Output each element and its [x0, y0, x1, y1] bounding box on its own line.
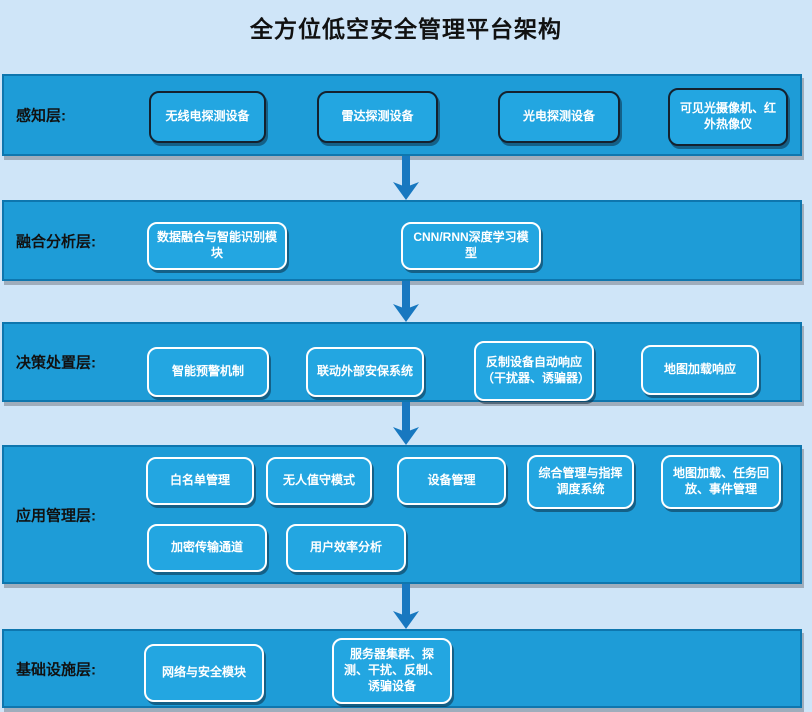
node-user-efficiency: 用户效率分析	[286, 524, 406, 572]
node-countermeasure-response: 反制设备自动响应（干扰器、诱骗器）	[474, 341, 594, 401]
band-perception-label: 感知层:	[16, 107, 66, 125]
node-external-security: 联动外部安保系统	[306, 347, 424, 397]
node-radar-detection: 雷达探测设备	[317, 91, 438, 143]
node-unattended-mode: 无人值守模式	[266, 457, 372, 505]
down-arrow-4	[393, 584, 419, 629]
node-photoelectric-detection: 光电探测设备	[498, 91, 620, 143]
node-encrypted-channel: 加密传输通道	[147, 524, 267, 572]
node-data-fusion: 数据融合与智能识别模块	[147, 222, 287, 270]
band-fusion-label: 融合分析层:	[16, 233, 96, 250]
band-decision: 决策处置层: 智能预警机制 联动外部安保系统 反制设备自动响应（干扰器、诱骗器）…	[2, 322, 802, 402]
arrow-shaft	[402, 584, 410, 616]
node-wireless-detection: 无线电探测设备	[149, 91, 266, 143]
arrow-shaft	[402, 281, 410, 309]
arrow-shaft	[402, 156, 410, 187]
node-map-load-response: 地图加载响应	[641, 345, 759, 395]
down-arrow-1	[393, 156, 419, 200]
band-perception: 感知层: 无线电探测设备 雷达探测设备 光电探测设备 可见光摄像机、红外热像仪	[2, 74, 802, 156]
node-network-security: 网络与安全模块	[144, 644, 264, 702]
band-application-label: 应用管理层:	[16, 507, 96, 524]
band-application: 应用管理层: 白名单管理 无人值守模式 设备管理 综合管理与指挥调度系统 地图加…	[2, 445, 802, 584]
diagram-title: 全方位低空安全管理平台架构	[250, 16, 562, 42]
node-camera-thermal: 可见光摄像机、红外热像仪	[668, 88, 788, 146]
node-whitelist: 白名单管理	[146, 457, 254, 505]
band-decision-label: 决策处置层:	[16, 354, 96, 372]
band-infrastructure: 基础设施层: 网络与安全模块 服务器集群、探测、干扰、反制、诱骗设备	[2, 629, 802, 708]
arrow-shaft	[402, 402, 410, 432]
node-server-cluster: 服务器集群、探测、干扰、反制、诱骗设备	[332, 638, 452, 704]
band-infrastructure-label: 基础设施层:	[16, 661, 96, 678]
node-cnn-rnn: CNN/RNN深度学习模型	[401, 222, 541, 270]
node-command-dispatch: 综合管理与指挥调度系统	[527, 455, 634, 509]
band-fusion-analysis: 融合分析层: 数据融合与智能识别模块 CNN/RNN深度学习模型	[2, 200, 802, 281]
down-arrow-3	[393, 402, 419, 445]
node-smart-alert: 智能预警机制	[147, 347, 269, 397]
node-device-mgmt: 设备管理	[397, 457, 506, 505]
node-map-task-event: 地图加载、任务回放、事件管理	[661, 455, 781, 509]
down-arrow-2	[393, 281, 419, 322]
